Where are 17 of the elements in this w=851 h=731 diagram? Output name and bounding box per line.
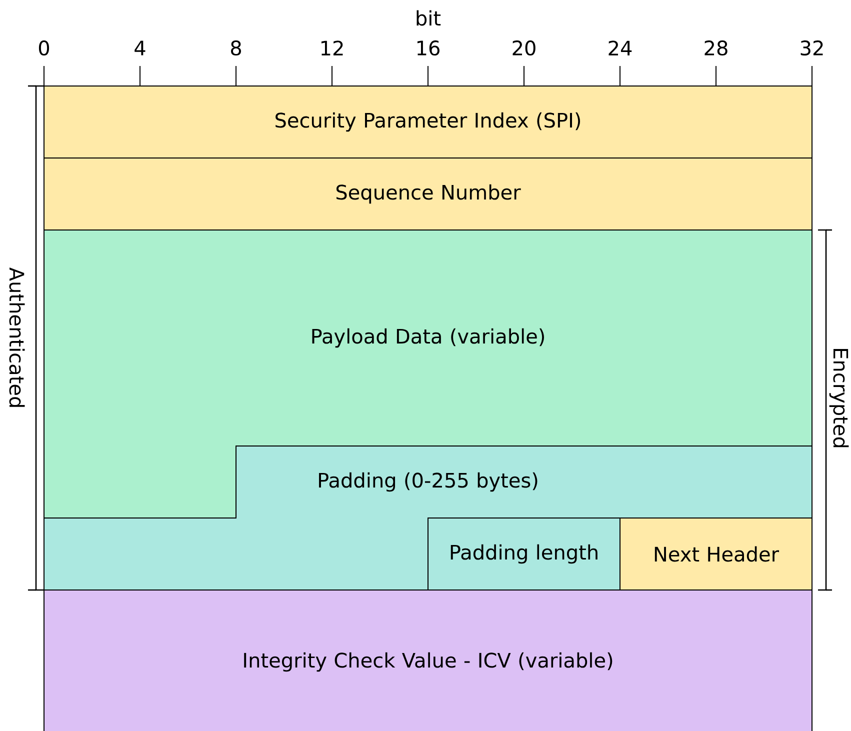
field-box: Next Header bbox=[620, 518, 812, 590]
bracket-label: Encrypted bbox=[829, 349, 849, 448]
field-box: Sequence Number bbox=[44, 158, 812, 230]
field-box: Security Parameter Index (SPI) bbox=[44, 86, 812, 158]
tick-label: 4 bbox=[134, 40, 146, 56]
tick-label: 32 bbox=[800, 40, 823, 56]
field-box: Integrity Check Value - ICV (variable) bbox=[44, 590, 812, 731]
tick-label: 24 bbox=[608, 40, 632, 56]
tick-label: 16 bbox=[417, 40, 440, 56]
tick-label: 8 bbox=[231, 40, 241, 56]
tick-label: 0 bbox=[38, 40, 50, 56]
field-box: Padding length bbox=[428, 518, 620, 590]
tick-label: 12 bbox=[321, 40, 343, 56]
axis-label: bit bbox=[416, 10, 441, 26]
tick-label: 20 bbox=[512, 40, 536, 56]
bracket-label: Authenticated bbox=[9, 267, 25, 407]
tick-label: 28 bbox=[704, 40, 728, 56]
